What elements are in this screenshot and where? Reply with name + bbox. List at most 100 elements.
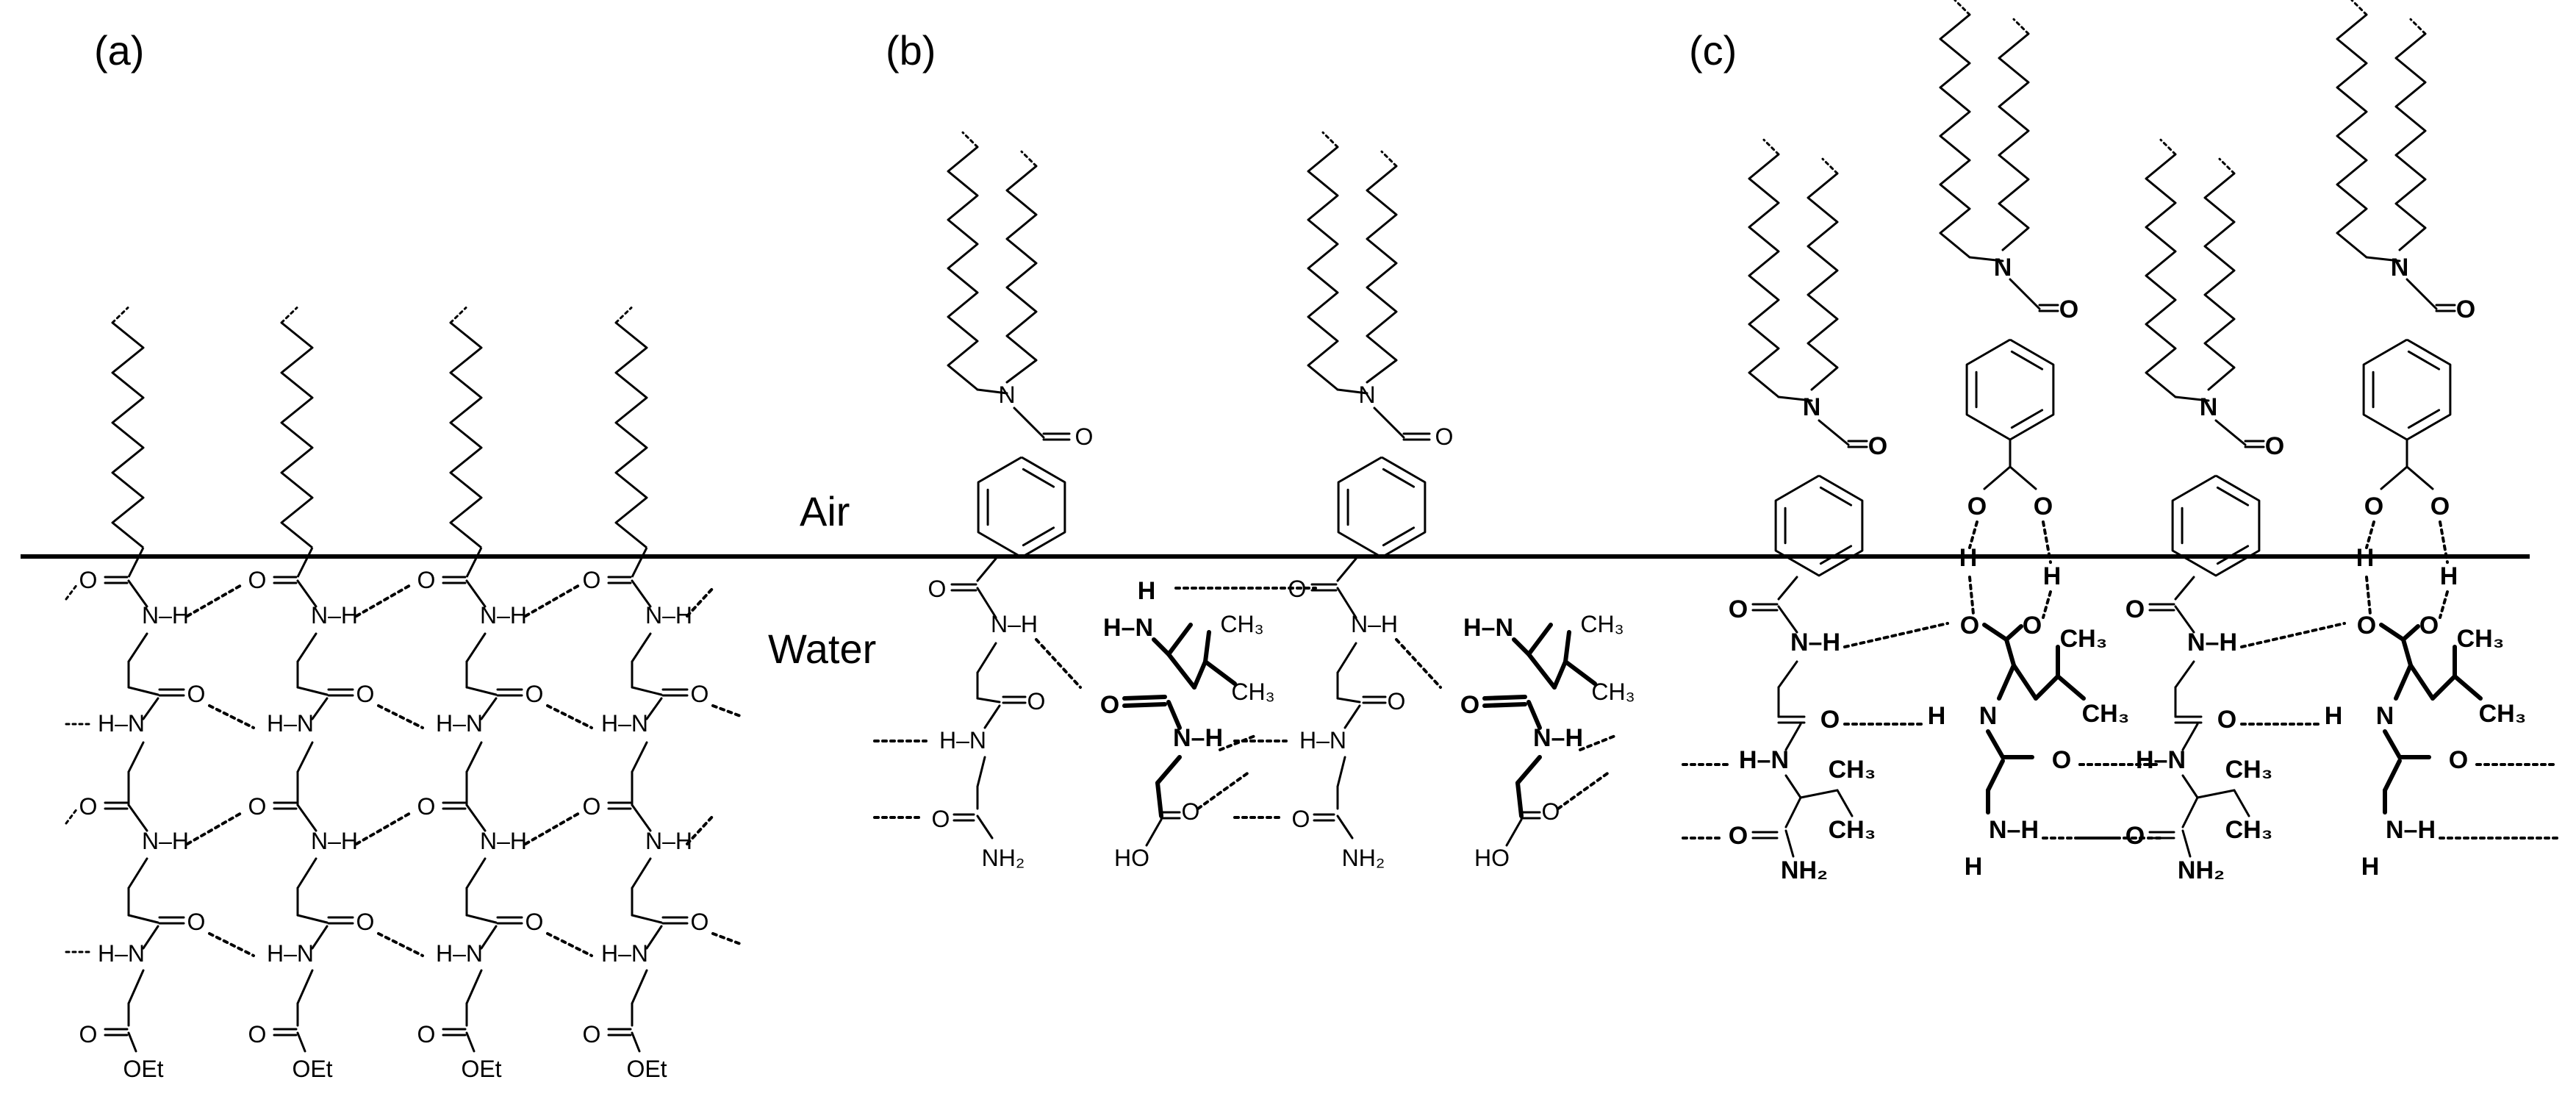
aromatic-double-bond <box>1819 545 1853 565</box>
bond <box>1997 663 2016 701</box>
atom-label: O <box>583 793 601 820</box>
bond <box>2174 395 2210 402</box>
bond <box>1563 659 1597 686</box>
atom-label: H–N <box>98 940 145 967</box>
bond <box>1777 605 1798 634</box>
bond <box>1784 774 1802 799</box>
panel-label-b: (b) <box>886 27 936 74</box>
bond <box>976 815 994 840</box>
alkyl-chain <box>1005 165 1038 362</box>
bond <box>1784 796 1802 828</box>
hydrogen-bond <box>2365 520 2375 549</box>
bond <box>1336 815 1354 840</box>
atom-label: O <box>79 1021 98 1048</box>
atom-label: O <box>2265 432 2284 460</box>
alkyl-chain <box>947 146 979 391</box>
atom-label: O <box>1542 798 1560 825</box>
bond <box>1005 359 1038 384</box>
benzene-ring <box>1337 456 1427 559</box>
chain-continuation <box>280 307 298 324</box>
bond <box>1799 789 1839 799</box>
chain-continuation <box>1821 157 1839 175</box>
atom-label: O <box>248 1021 267 1048</box>
bond <box>1983 465 2012 490</box>
bond <box>127 803 148 832</box>
atom-label: O <box>356 909 375 935</box>
atom-label: N–H <box>2386 816 2436 844</box>
hydrogen-bond <box>377 932 424 957</box>
hydrogen-bond <box>1968 576 1975 615</box>
atom-label: HO <box>1114 845 1149 871</box>
hydrogen-bond <box>524 583 582 617</box>
atom-label: O <box>583 567 601 593</box>
atom-label: O <box>248 793 267 820</box>
atom-label: O <box>1388 688 1406 715</box>
hydrogen-bond <box>1843 622 1949 648</box>
aromatic-double-bond <box>2216 545 2250 565</box>
bond <box>1145 818 1163 847</box>
bond <box>127 1031 137 1053</box>
atom-label: O <box>1435 423 1454 450</box>
bond <box>296 803 317 832</box>
panel-a-structure <box>65 307 744 1053</box>
atom-label: H–N <box>1463 614 1513 642</box>
bond <box>1515 781 1524 818</box>
atom-label: NH₂ <box>1342 845 1385 871</box>
atom-label: O <box>691 681 709 707</box>
bond <box>1336 557 1357 582</box>
atom-label: O <box>1868 432 1887 460</box>
bond <box>2394 663 2413 701</box>
atom-label: CH₃ <box>1220 611 1263 637</box>
atom-label: N–H <box>1351 611 1398 637</box>
chain-continuation <box>2350 0 2368 16</box>
atom-label: H–N <box>1739 746 1789 774</box>
hydrogen-bond <box>711 704 744 718</box>
hydrogen-bond <box>1035 638 1082 689</box>
bond <box>1166 652 1196 690</box>
atom-label: N–H <box>142 828 189 854</box>
alkyl-chain <box>111 321 145 549</box>
bond <box>2174 576 2195 601</box>
bond <box>976 557 997 582</box>
alkyl-chain <box>2394 32 2427 229</box>
carbonyl <box>1482 702 1527 708</box>
chain-continuation <box>449 307 467 324</box>
bond <box>2181 796 2199 828</box>
alkyl-chain <box>631 547 648 578</box>
bond <box>631 803 652 832</box>
bond <box>465 686 498 696</box>
bond <box>2383 729 2402 759</box>
bond <box>1836 789 1854 817</box>
hydrogen-bond <box>1579 734 1618 751</box>
atom-label: O <box>691 909 709 935</box>
alkyl-chain <box>1366 165 1398 362</box>
atom-label: O <box>525 681 544 707</box>
atom-label: N–H <box>1989 816 2039 844</box>
bond <box>1982 623 2009 642</box>
bond <box>631 914 663 924</box>
carbonyl <box>1122 702 1167 708</box>
bond <box>2405 465 2434 490</box>
alkyl-chain <box>1748 153 1780 398</box>
bond <box>645 925 663 950</box>
bond <box>480 697 498 720</box>
bond <box>1526 652 1557 690</box>
alkyl-chain <box>296 547 314 578</box>
bond <box>465 632 487 663</box>
hydrogen-bond <box>1395 638 1442 689</box>
aromatic-double-bond <box>2010 350 2044 370</box>
hydrogen-bond <box>355 811 413 845</box>
atom-label: O <box>2430 493 2450 520</box>
alkyl-chain <box>127 547 145 578</box>
atom-label: N–H <box>311 828 358 854</box>
bond <box>465 914 498 924</box>
bond <box>296 686 329 696</box>
chain-continuation <box>2218 157 2236 175</box>
atom-label: CH₃ <box>2479 700 2527 728</box>
hydrogen-bond <box>2365 576 2372 615</box>
hydrogen-bond <box>686 815 714 845</box>
hydrogen-bond <box>2042 520 2052 564</box>
atom-label: H–N <box>436 940 483 967</box>
bond <box>1563 630 1571 664</box>
bond <box>1336 642 1357 674</box>
